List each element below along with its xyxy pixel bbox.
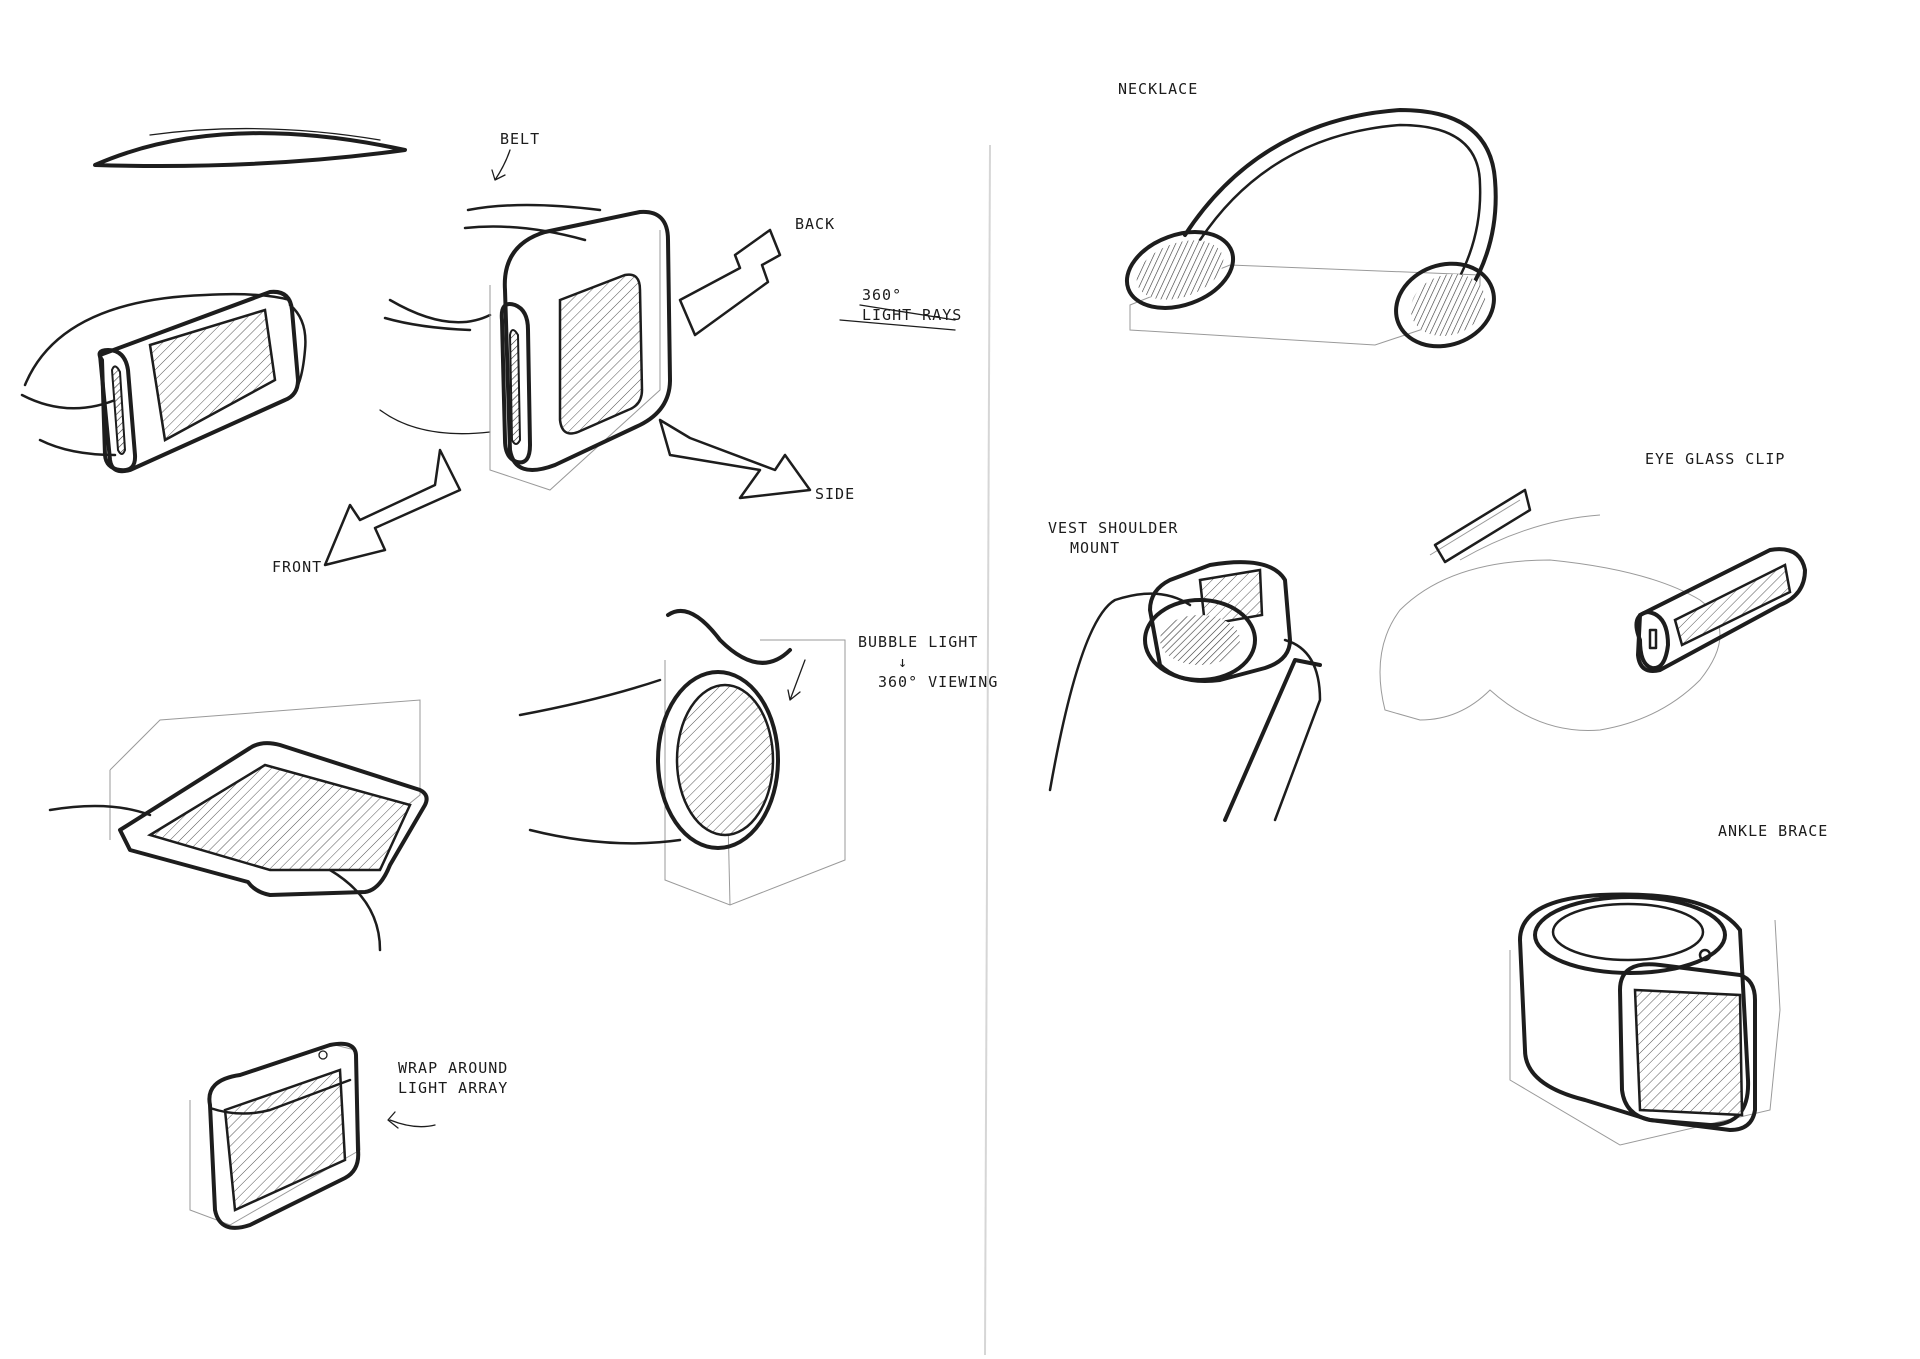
arrow-side — [658, 418, 812, 500]
arc-sketch — [93, 127, 407, 168]
label-bubble-light: BUBBLE LIGHT ↓ 360° VIEWING — [858, 632, 998, 692]
label-light-rays-line1: 360° — [862, 286, 903, 304]
label-wrap-line1: WRAP AROUND — [398, 1059, 509, 1077]
arrow-front — [323, 448, 462, 567]
label-bubble-line3: 360° VIEWING — [878, 673, 999, 691]
label-bubble-line2: ↓ — [898, 653, 909, 671]
label-eyeglass-clip: EYE GLASS CLIP — [1645, 450, 1786, 468]
label-light-rays: 360° LIGHT RAYS — [862, 285, 962, 325]
label-vest-line2: MOUNT — [1070, 539, 1121, 557]
label-wrap-around: WRAP AROUND LIGHT ARRAY — [398, 1058, 508, 1098]
page-fold-line — [984, 144, 991, 1356]
underline-mark — [859, 304, 956, 321]
label-back: BACK — [795, 215, 836, 233]
belt-device-left — [20, 289, 307, 474]
label-necklace: NECKLACE — [1118, 80, 1199, 98]
label-side: SIDE — [815, 485, 856, 503]
arrow-back — [678, 228, 782, 337]
bubble-light-device — [518, 609, 846, 906]
curved-panel-device — [48, 699, 429, 952]
eyeglass-clip-device — [1379, 488, 1807, 731]
label-vest-shoulder: VEST SHOULDER MOUNT — [1048, 518, 1178, 558]
belt-device-center — [379, 203, 672, 491]
ankle-brace-device — [1509, 892, 1781, 1146]
necklace-device — [1124, 108, 1498, 349]
label-wrap-line2: LIGHT ARRAY — [398, 1079, 509, 1097]
label-bubble-line1: BUBBLE LIGHT — [858, 633, 979, 651]
label-front: FRONT — [272, 558, 323, 576]
label-light-rays-line2: LIGHT RAYS — [862, 306, 963, 324]
label-vest-line1: VEST SHOULDER — [1048, 519, 1179, 537]
label-ankle-brace: ANKLE BRACE — [1718, 822, 1829, 840]
wrap-around-device — [189, 1041, 436, 1230]
label-belt: BELT — [500, 130, 541, 148]
vest-shoulder-device — [1048, 560, 1322, 822]
arrow-belt-pointer — [491, 149, 511, 181]
